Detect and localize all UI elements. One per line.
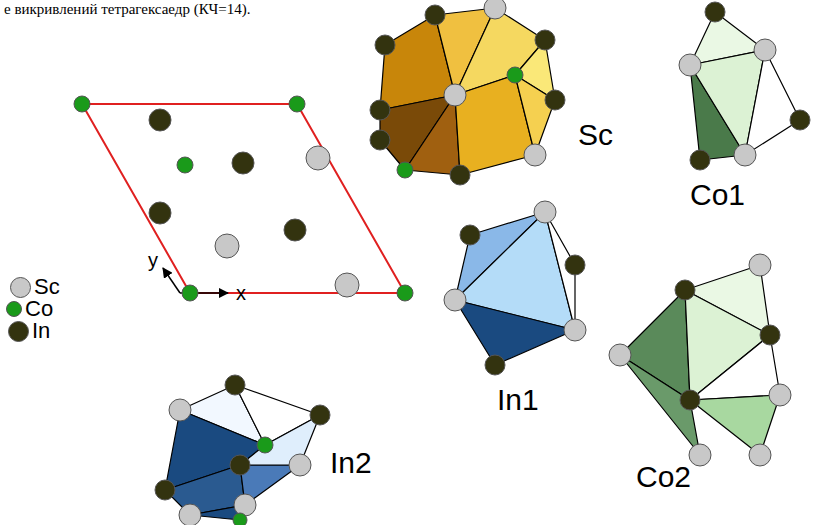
atom <box>565 255 585 275</box>
atom <box>225 375 245 395</box>
legend-swatch <box>8 321 29 342</box>
atom <box>284 219 306 241</box>
atom <box>524 144 546 166</box>
legend-entry: Sc <box>10 276 60 298</box>
atom <box>182 285 198 301</box>
atom <box>375 35 395 55</box>
atom <box>425 5 445 25</box>
polyhedron-label: Co1 <box>690 180 745 210</box>
atom <box>484 0 506 19</box>
atom <box>397 285 413 301</box>
atom <box>564 319 586 341</box>
atom <box>310 405 330 425</box>
atom <box>690 150 710 170</box>
legend-entry: In <box>8 320 50 342</box>
atom <box>233 513 247 525</box>
atom <box>534 201 556 223</box>
atom <box>675 280 695 300</box>
y-axis <box>163 268 180 293</box>
atom <box>734 144 756 166</box>
atom <box>169 399 191 421</box>
atom <box>679 54 701 76</box>
atom <box>769 384 791 406</box>
axis-label: y <box>148 250 158 270</box>
atom <box>289 454 311 476</box>
polyhedron-face <box>405 95 460 175</box>
axis-label: x <box>236 283 246 303</box>
atom <box>149 109 171 131</box>
legend-text: Sc <box>34 276 60 298</box>
legend-swatch <box>6 301 22 317</box>
atom <box>535 30 555 50</box>
atom <box>232 152 254 174</box>
atom <box>749 254 771 276</box>
atom <box>155 480 175 500</box>
polyhedron-label: Co2 <box>636 462 691 492</box>
atom <box>177 157 193 173</box>
atom <box>234 494 256 516</box>
polyhedron-face <box>745 50 800 155</box>
atom <box>230 455 250 475</box>
legend-text: In <box>32 320 50 342</box>
atom <box>754 39 776 61</box>
atom <box>179 504 201 525</box>
atom <box>609 344 631 366</box>
atom <box>760 325 780 345</box>
polyhedron-label: Sc <box>578 120 613 150</box>
atom <box>370 100 390 120</box>
atom <box>257 437 273 453</box>
atom <box>749 444 771 466</box>
polyhedron-label: In1 <box>497 385 539 415</box>
polyhedron-face <box>620 355 700 455</box>
caption-fragment: е викривлений тетрагексаедр (КЧ=14). <box>4 2 250 17</box>
atom <box>306 146 330 170</box>
atom <box>460 225 480 245</box>
atom <box>705 2 725 22</box>
atom <box>74 96 90 112</box>
atom <box>215 234 239 258</box>
atom <box>444 289 466 311</box>
legend-entry: Co <box>6 298 53 320</box>
atom <box>485 355 505 375</box>
atom <box>149 202 171 224</box>
atom <box>289 96 305 112</box>
legend-text: Co <box>25 298 53 320</box>
atom <box>450 165 470 185</box>
polyhedron-face <box>455 300 575 365</box>
atom <box>370 130 390 150</box>
unit-cell <box>82 104 405 293</box>
atom <box>444 84 466 106</box>
atom <box>545 90 565 110</box>
atom <box>397 162 413 178</box>
legend-swatch <box>10 277 31 298</box>
polyhedron-label: In2 <box>330 448 372 478</box>
atom <box>680 390 700 410</box>
atom <box>689 444 711 466</box>
atom <box>335 273 359 297</box>
atom <box>507 67 523 83</box>
atom <box>790 110 810 130</box>
polyhedron-face <box>515 75 555 155</box>
